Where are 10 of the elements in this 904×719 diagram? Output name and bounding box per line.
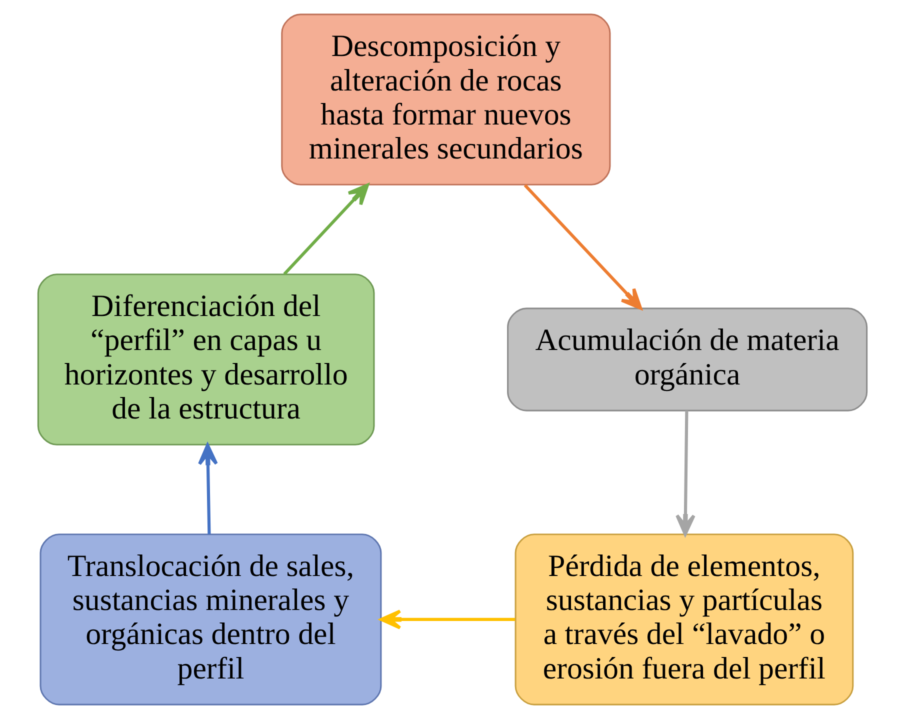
node-box: Acumulación de materia orgánica: [506, 308, 868, 412]
arrow: [379, 610, 515, 630]
node-box: Diferenciación del “perfil” en capas u horizontes y desarrollo de la estructura: [36, 274, 374, 446]
arrow: [523, 184, 642, 310]
node-box: Pérdida de elementos, sustancias y partículas a través del “lavado” o erosión fuera del perfil: [514, 534, 854, 706]
node-box: Descomposición y alteración de rocas hasta formar nuevos minerales secundarios: [280, 14, 610, 186]
node-box: Translocación de sales, sustancias minerales y orgánicas dentro del perfil: [39, 534, 382, 706]
arrow: [675, 410, 695, 536]
arrow: [282, 184, 368, 276]
arrow: [198, 444, 218, 534]
